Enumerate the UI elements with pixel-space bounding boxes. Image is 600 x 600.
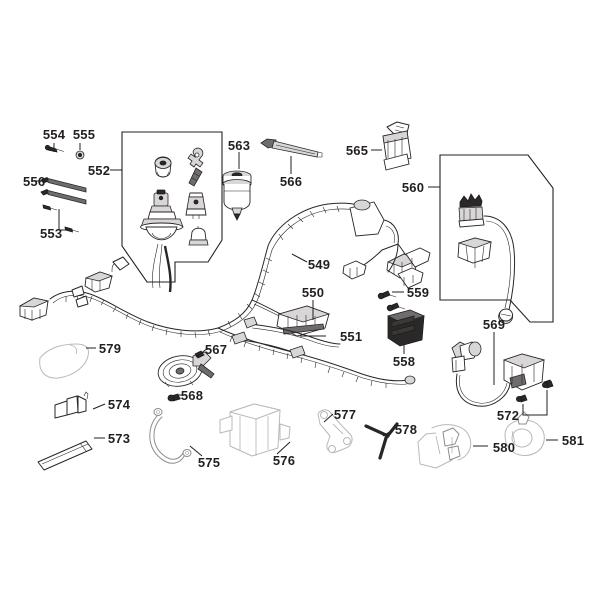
callout-556: 556 <box>23 174 45 189</box>
callout-566: 566 <box>280 174 302 189</box>
part-576-ignition-coil <box>219 403 291 457</box>
part-560-cdi-module <box>457 193 516 324</box>
part-572-bolt-set <box>516 380 554 416</box>
leader-lines <box>36 143 558 457</box>
callout-563: 563 <box>228 138 250 153</box>
part-566-cable-strap <box>260 138 323 158</box>
part-577-mounting-bracket <box>317 409 353 453</box>
callout-567: 567 <box>205 342 227 357</box>
part-574-rubber-grommet <box>54 391 89 419</box>
part-554-screw <box>44 144 65 153</box>
callout-579: 579 <box>99 341 121 356</box>
callout-578: 578 <box>395 422 417 437</box>
part-573-protective-sleeve <box>37 440 93 471</box>
callout-580: 580 <box>493 440 515 455</box>
callout-569: 569 <box>483 317 505 332</box>
callout-574: 574 <box>108 397 131 412</box>
callout-565: 565 <box>346 143 368 158</box>
part-549-main-wiring-harness <box>18 199 431 388</box>
part-559-screw-pair <box>377 290 406 312</box>
callout-581: 581 <box>562 433 584 448</box>
callout-577: 577 <box>334 407 356 422</box>
part-552-ignition-switch-assembly <box>140 147 209 293</box>
part-569-starter-relay <box>451 341 553 407</box>
part-558-voltage-regulator <box>386 309 426 347</box>
callout-555: 555 <box>73 127 95 142</box>
part-578-wire-clip <box>364 422 399 460</box>
callout-558: 558 <box>393 354 415 369</box>
part-555-nut <box>75 150 85 160</box>
callout-572: 572 <box>497 408 519 423</box>
callout-575: 575 <box>198 455 220 470</box>
callout-550: 550 <box>302 285 324 300</box>
panel-560 <box>439 154 554 323</box>
part-579-harness-cover <box>39 343 89 379</box>
panel-552 <box>121 131 223 283</box>
callout-552: 552 <box>88 163 110 178</box>
part-580-rubber-holder <box>417 424 472 469</box>
part-565-relay <box>382 121 412 171</box>
callout-labels: 554 555 552 556 553 563 566 565 560 549 … <box>23 127 584 470</box>
callout-551: 551 <box>340 329 362 344</box>
callout-568: 568 <box>181 388 203 403</box>
callout-559: 559 <box>407 285 429 300</box>
callout-549: 549 <box>308 257 330 272</box>
callout-573: 573 <box>108 431 130 446</box>
callout-560: 560 <box>402 180 424 195</box>
callout-554: 554 <box>43 127 66 142</box>
part-575-ground-cable <box>149 408 192 464</box>
part-553-screw-set <box>42 204 80 233</box>
part-563-fuel-filter <box>222 170 252 221</box>
callout-576: 576 <box>273 453 295 468</box>
part-556-bolt-pair <box>40 177 87 205</box>
part-568-horn-bolt <box>167 393 185 402</box>
callout-553: 553 <box>40 226 62 241</box>
